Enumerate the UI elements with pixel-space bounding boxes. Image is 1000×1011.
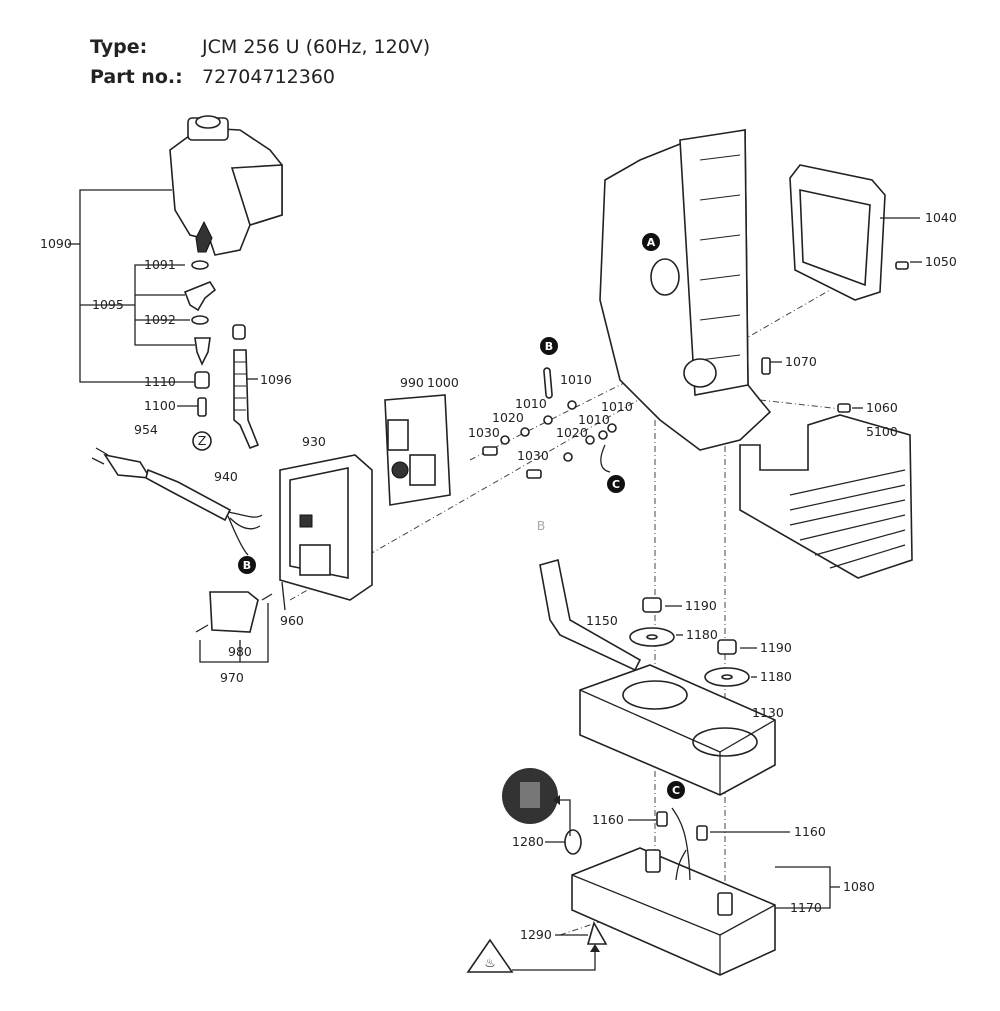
switch-cover (195, 581, 286, 663)
slide-carriage (579, 664, 776, 796)
label-1190-b: 1190 (760, 640, 792, 655)
label-1160-b: 1160 (794, 824, 826, 839)
type-value: JCM 256 U (60Hz, 120V) (202, 36, 431, 58)
column-frame (599, 129, 772, 451)
power-cord (91, 447, 263, 556)
label-1070: 1070 (785, 354, 817, 369)
nuts-washers (629, 597, 750, 687)
part-number-value: 72704712360 (202, 66, 336, 88)
label-1180-b: 1180 (760, 669, 792, 684)
label-1030-b: 1030 (517, 448, 549, 463)
hardware (482, 261, 909, 479)
label-1050: 1050 (925, 254, 957, 269)
label-1040: 1040 (925, 210, 957, 225)
reference-markers: A B B C C (238, 233, 685, 799)
handle-1150 (539, 558, 642, 672)
label-1010-b: 1010 (515, 396, 547, 411)
label-1100: 1100 (144, 398, 176, 413)
guard-5100 (739, 414, 913, 579)
label-1091: 1091 (144, 257, 176, 272)
label-1290: 1290 (520, 927, 552, 942)
electronics-module (384, 394, 451, 506)
label-1010-a: 1010 (560, 372, 592, 387)
label-1080: 1080 (843, 879, 875, 894)
label-1010-d: 1010 (601, 399, 633, 414)
gear-parts: Z (183, 260, 260, 451)
label-970: 970 (220, 670, 244, 685)
label-1150: 1150 (586, 613, 618, 628)
label-1190-a: 1190 (685, 598, 717, 613)
marker-b-cord: B (243, 559, 251, 572)
label-1020-b: 1020 (556, 425, 588, 440)
part-number-label: Part no.: (90, 66, 183, 88)
part-labels: 1090 1091 1095 1092 1110 1100 1096 954 9… (40, 210, 957, 942)
label-1060: 1060 (866, 400, 898, 415)
switch-housing (279, 454, 373, 601)
marker-a: A (647, 236, 656, 249)
hot-surface-warning-icon (466, 938, 514, 973)
label-960: 960 (280, 613, 304, 628)
label-1170: 1170 (790, 900, 822, 915)
label-1020-a: 1020 (492, 410, 524, 425)
label-1160-a: 1160 (592, 812, 624, 827)
label-1110: 1110 (144, 374, 176, 389)
label-930: 930 (302, 434, 326, 449)
label-1030-a: 1030 (468, 425, 500, 440)
label-940: 940 (214, 469, 238, 484)
label-1096: 1096 (260, 372, 292, 387)
label-990: 990 (400, 375, 424, 390)
marker-b-faint: B (537, 518, 546, 533)
group-brackets (68, 189, 258, 407)
label-1010-c: 1010 (578, 412, 610, 427)
label-1280: 1280 (512, 834, 544, 849)
label-980: 980 (228, 644, 252, 659)
part-number-row: Part no.: 72704712360 (90, 66, 335, 88)
label-1090: 1090 (40, 236, 72, 251)
type-label: Type: (90, 36, 148, 58)
leader-lines (545, 217, 922, 936)
label-954: 954 (134, 422, 158, 437)
label-parts: ♨ (466, 768, 608, 973)
marker-z: Z (198, 433, 207, 448)
marker-c-base: C (672, 784, 680, 797)
label-5100: 5100 (866, 424, 898, 439)
cover-1040 (789, 164, 886, 301)
marker-c-top: C (612, 478, 620, 491)
label-1130: 1130 (752, 705, 784, 720)
motor-housing (169, 115, 283, 256)
svg-text:♨: ♨ (484, 955, 495, 970)
label-1180-a: 1180 (686, 627, 718, 642)
magnet-base (571, 807, 776, 976)
label-1095: 1095 (92, 297, 124, 312)
label-1092: 1092 (144, 312, 176, 327)
type-row: Type: JCM 256 U (60Hz, 120V) (90, 36, 430, 58)
marker-b-top: B (545, 340, 553, 353)
label-1000: 1000 (427, 375, 459, 390)
